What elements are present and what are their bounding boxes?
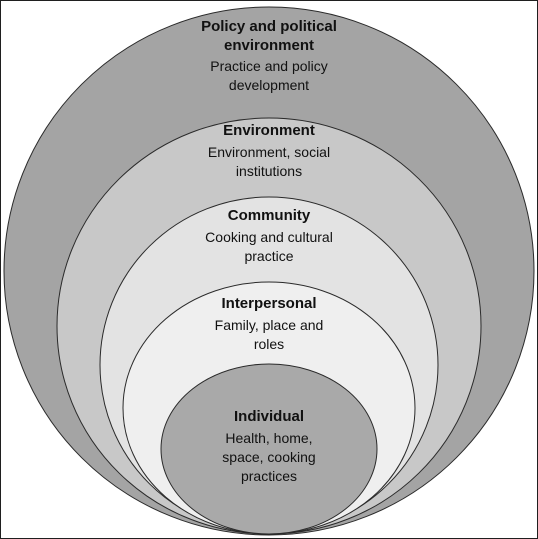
layer-individual-label: Individual Health, home, space, cooking … <box>0 407 538 486</box>
layer-environment-title: Environment <box>223 122 315 139</box>
layer-policy-desc-line2: development <box>228 77 310 93</box>
layer-interpersonal-title: Interpersonal <box>221 295 317 312</box>
layer-environment-description: Environment, social institutions <box>0 143 538 181</box>
layer-individual-circle <box>160 363 378 535</box>
layer-individual-title: Individual <box>233 408 304 425</box>
layer-interpersonal-desc-line2: roles <box>253 336 285 352</box>
layer-policy-desc-line1: Practice and policy <box>210 58 328 74</box>
layer-interpersonal-desc-line1: Family, place and <box>214 317 324 333</box>
layer-policy-title-line2: environment <box>223 37 314 54</box>
layer-environment-label: Environment Environment, social institut… <box>0 121 538 181</box>
layer-policy-description: Practice and policy development <box>0 57 538 95</box>
layer-individual-desc-line3: practices <box>240 468 298 484</box>
layer-community-desc-line2: practice <box>244 248 294 264</box>
layer-policy-label: Policy and political environment Practic… <box>0 17 538 95</box>
layer-individual-desc-line2: space, cooking <box>222 449 316 465</box>
layer-policy-title-line1: Policy and political <box>201 18 337 35</box>
layer-community-desc-line1: Cooking and cultural <box>205 229 333 245</box>
layer-policy-title: Policy and political environment <box>0 17 538 55</box>
layer-community-title: Community <box>227 207 311 224</box>
layer-interpersonal-label: Interpersonal Family, place and roles <box>0 294 538 354</box>
layer-individual-desc-line1: Health, home, <box>225 430 313 446</box>
layer-individual-description: Health, home, space, cooking practices <box>0 429 538 486</box>
layer-interpersonal-description: Family, place and roles <box>0 316 538 354</box>
layer-community-description: Cooking and cultural practice <box>0 228 538 266</box>
layer-environment-desc-line1: Environment, social <box>207 144 331 160</box>
layer-environment-desc-line2: institutions <box>235 163 303 179</box>
layer-community-label: Community Cooking and cultural practice <box>0 206 538 266</box>
